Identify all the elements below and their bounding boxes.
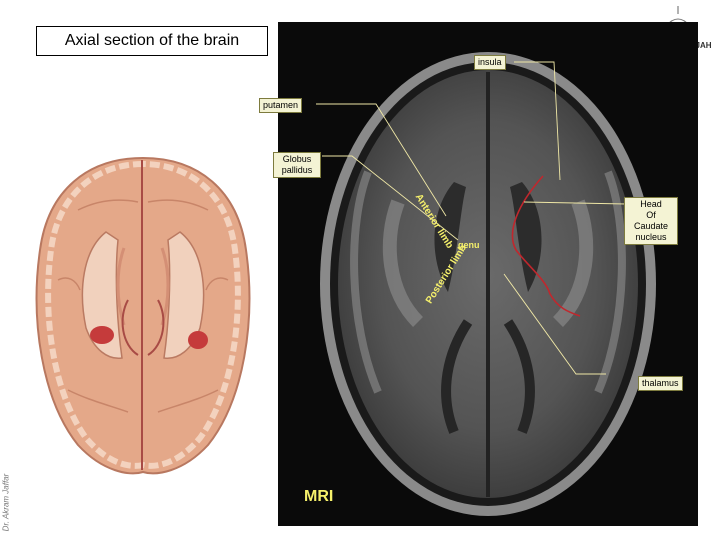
author-credit: Dr. Akram Jaffar xyxy=(1,473,11,532)
mri-label: MRI xyxy=(304,488,334,505)
label-putamen: putamen xyxy=(259,98,303,113)
label-thalamus: thalamus xyxy=(638,376,683,391)
mri-brain-image xyxy=(316,52,656,516)
label-insula: insula xyxy=(474,55,506,70)
slide-title: Axial section of the brain xyxy=(64,32,240,49)
slide-title-box: Axial section of the brain xyxy=(36,26,268,56)
genu-text: genu xyxy=(458,240,480,250)
brain-section-illustration xyxy=(35,156,251,475)
mri-image-panel xyxy=(278,22,698,526)
